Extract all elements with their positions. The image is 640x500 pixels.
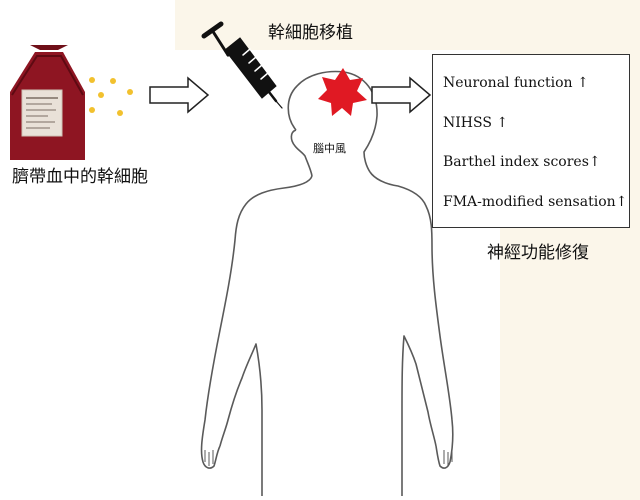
outcome-item: Barthel index scores↑ <box>443 154 601 170</box>
outcome-item: Neuronal function ↑ <box>443 75 589 91</box>
lesion-star-icon <box>318 68 367 116</box>
outcome-item: FMA-modified sensation↑ <box>443 194 628 210</box>
blood-bag-icon <box>10 45 85 160</box>
right-arrow-icon-2 <box>371 76 432 114</box>
human-silhouette <box>200 70 454 496</box>
stem-cell-dots <box>89 77 133 116</box>
outcome-title: 神經功能修復 <box>487 243 589 263</box>
lesion-label: 腦中風 <box>313 142 346 155</box>
outcome-item: NIHSS ↑ <box>443 115 509 131</box>
outcome-box: Neuronal function ↑ NIHSS ↑ Barthel inde… <box>432 54 630 228</box>
right-arrow-icon <box>149 76 210 114</box>
source-label: 臍帶血中的幹細胞 <box>12 167 148 187</box>
syringe-icon <box>201 21 283 109</box>
diagram-title: 幹細胞移植 <box>268 23 353 43</box>
